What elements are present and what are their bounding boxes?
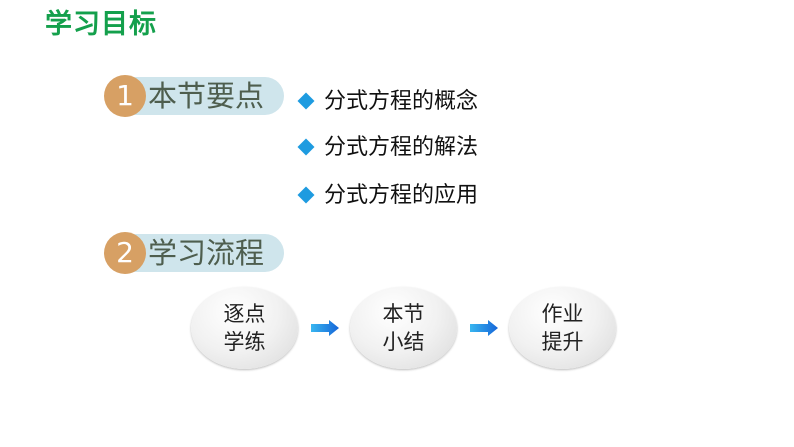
bullet-text: 分式方程的应用 xyxy=(324,183,479,208)
flow-text: 本节 xyxy=(382,302,425,326)
bullet-item: 分式方程的概念 xyxy=(296,87,478,117)
flow-step-1: 逐点学练 xyxy=(191,287,298,369)
bullet-text: 分式方程的概念 xyxy=(324,89,479,114)
page-title: 学习目标 xyxy=(45,9,157,40)
flow-step-2: 本节小结 xyxy=(350,287,457,369)
flow-text: 提升 xyxy=(541,330,584,354)
flow-step-3: 作业提升 xyxy=(509,287,616,369)
diamond-bullet-icon xyxy=(297,186,315,203)
arrow-right-icon xyxy=(311,320,339,336)
bullet-item: 分式方程的应用 xyxy=(296,181,478,211)
bullet-text: 分式方程的解法 xyxy=(324,135,479,160)
diamond-bullet-icon xyxy=(297,92,315,109)
section-label: 学习流程 xyxy=(148,236,265,270)
flow-text: 学练 xyxy=(223,330,266,354)
bullet-item: 分式方程的解法 xyxy=(296,133,478,163)
diamond-bullet-icon xyxy=(297,138,315,155)
flow-text: 作业 xyxy=(541,302,584,326)
flow-text: 逐点 xyxy=(223,302,266,326)
flow-text: 小结 xyxy=(382,330,425,354)
section-label: 本节要点 xyxy=(148,79,265,113)
section-number: 1 xyxy=(104,75,146,117)
arrow-right-icon xyxy=(470,320,498,336)
section-number: 2 xyxy=(104,232,146,274)
